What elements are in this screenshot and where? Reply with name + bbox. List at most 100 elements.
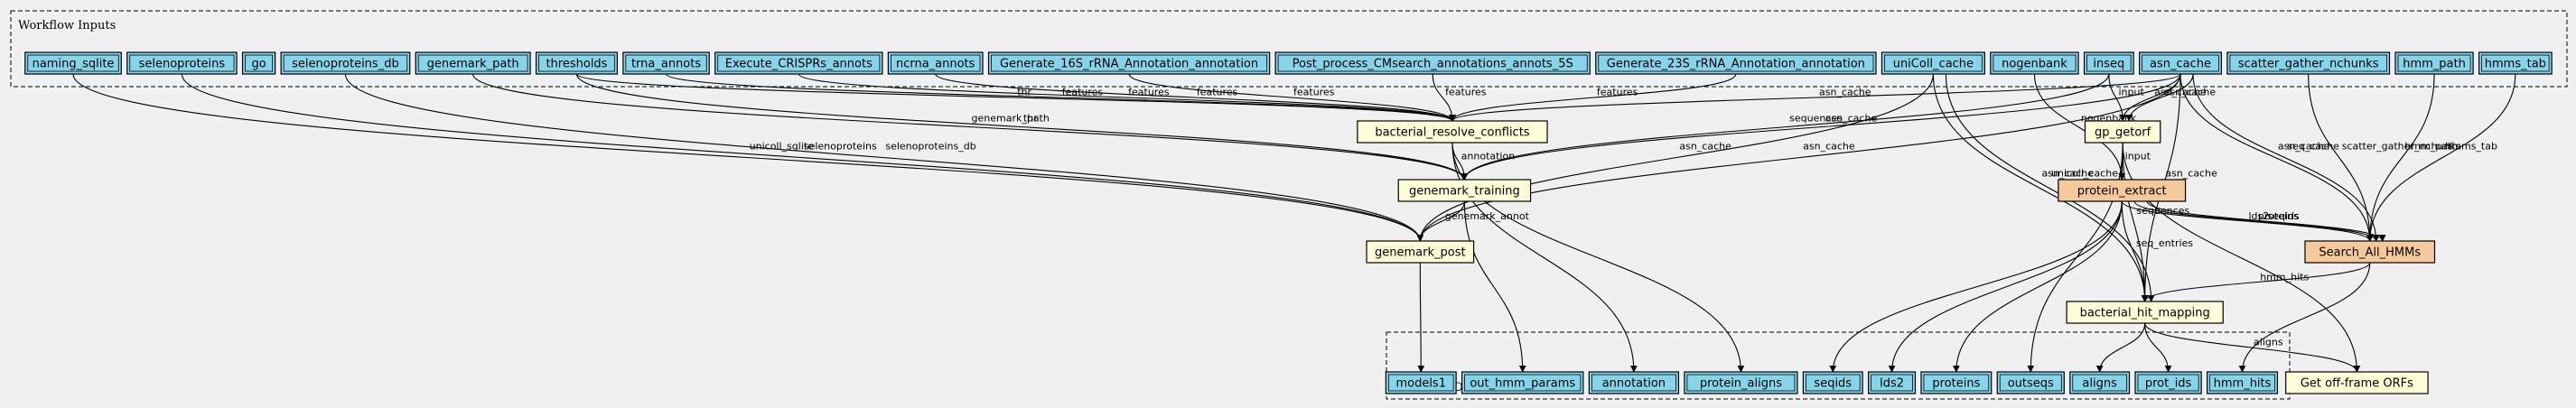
node-seqids[interactable]: seqids	[1802, 371, 1863, 394]
edge-label-execute_crisprs-to-bacterial_resolve: features	[1128, 86, 1170, 97]
node-label-hmm_hits: hmm_hits	[2214, 377, 2272, 391]
node-offframe[interactable]: Get off-frame ORFs	[2285, 371, 2429, 394]
node-inner-border-hmm_hits	[2209, 374, 2275, 392]
node-lds2[interactable]: lds2	[1868, 371, 1917, 394]
edge-label-bacterial_resolve-to-genemark_training: annotation	[1461, 150, 1516, 162]
edge-label-protein_extract-to-search_all_hmms: proteins	[2258, 210, 2299, 222]
node-label-trna_annots: trna_annots	[631, 58, 701, 71]
node-nogenbank[interactable]: nogenbank	[1990, 51, 2079, 75]
node-box-gp_getorf	[2084, 120, 2161, 144]
node-execute_crisprs[interactable]: Execute_CRISPRs_annots	[714, 51, 883, 75]
edge-trna_annots-to-bacterial_resolve	[665, 73, 1456, 122]
node-label-nogenbank: nogenbank	[2002, 58, 2067, 71]
node-genemark_path[interactable]: genemark_path	[415, 51, 531, 75]
node-unicoll_cache[interactable]: uniColl_cache	[1881, 51, 1985, 75]
node-protein_extract[interactable]: protein_extract	[2058, 179, 2187, 202]
edge-label-gp_getorf-to-bacterial_hit_mapping: sequences	[2136, 205, 2189, 217]
node-naming_sqlite[interactable]: naming_sqlite	[24, 51, 122, 75]
node-box-proteins	[1920, 371, 1993, 394]
node-inner-border-asn_cache	[2142, 54, 2219, 72]
node-inseq[interactable]: inseq	[2083, 51, 2134, 75]
edge-label-thresholds-to-bacterial_resolve: thr	[1017, 86, 1031, 97]
node-inner-border-trna_annots	[625, 54, 707, 72]
node-label-inseq: inseq	[2093, 58, 2124, 71]
node-label-out_hmm_params: out_hmm_params	[1470, 377, 1575, 391]
node-proteins[interactable]: proteins	[1920, 371, 1993, 394]
node-prot_ids[interactable]: prot_ids	[2134, 371, 2202, 394]
node-label-prot_ids: prot_ids	[2145, 377, 2192, 391]
node-aligns[interactable]: aligns	[2069, 371, 2131, 394]
node-box-hmm_hits	[2207, 371, 2279, 394]
node-box-gen23s	[1595, 51, 1877, 75]
node-scatter_gather[interactable]: scatter_gather_nchunks	[2226, 51, 2391, 75]
edge-label-ncrna_annots-to-bacterial_resolve: features	[1197, 86, 1238, 97]
edge-search_all_hmms-to-hmm_hits	[2238, 262, 2371, 373]
node-protein_aligns[interactable]: protein_aligns	[1684, 371, 1798, 394]
node-selenoproteins_db[interactable]: selenoproteins_db	[280, 51, 411, 75]
edge-label-bacterial_hit_mapping-to-offframe: aligns	[2254, 336, 2283, 348]
node-ncrna_annots[interactable]: ncrna_annots	[887, 51, 984, 75]
node-inner-border-execute_crisprs	[717, 54, 881, 72]
node-label-protein_extract: protein_extract	[2077, 185, 2167, 199]
workflow-outputs-cluster	[1386, 331, 2291, 400]
node-thresholds[interactable]: thresholds	[535, 51, 618, 75]
node-postproc[interactable]: Post_process_CMsearch_annotations_annots…	[1274, 51, 1591, 75]
node-hmm_hits[interactable]: hmm_hits	[2207, 371, 2279, 394]
node-box-naming_sqlite	[24, 51, 122, 75]
node-hmm_path[interactable]: hmm_path	[2394, 51, 2474, 75]
edge-scatter_gather-to-search_all_hmms	[2308, 73, 2374, 242]
node-genemark_post[interactable]: genemark_post	[1366, 240, 1475, 264]
node-label-hmms_tab: hmms_tab	[2485, 58, 2546, 71]
edge-bacterial_hit_mapping-to-aligns	[2095, 322, 2146, 373]
edge-asn_cache-to-search_all_hmms	[2179, 73, 2374, 242]
node-asn_cache[interactable]: asn_cache	[2139, 51, 2222, 75]
node-label-proteins: proteins	[1932, 377, 1980, 391]
node-trna_annots[interactable]: trna_annots	[622, 51, 710, 75]
edge-label-asn_cache-to-genemark_training: asn_cache	[1825, 113, 1878, 125]
edge-label-trna_annots-to-bacterial_resolve: features	[1062, 86, 1104, 97]
node-genemark_training[interactable]: genemark_training	[1397, 179, 1532, 202]
node-inner-border-go	[245, 54, 274, 72]
edge-bacterial_hit_mapping-to-prot_ids	[2144, 322, 2172, 373]
edge-label-hmms_tab-to-search_all_hmms: hmms_tab	[2445, 140, 2497, 152]
node-go[interactable]: go	[241, 51, 276, 75]
node-bacterial_resolve[interactable]: bacterial_resolve_conflicts	[1357, 120, 1548, 144]
node-selenoproteins[interactable]: selenoproteins	[126, 51, 238, 75]
edge-nogenbank-to-protein_extract	[2033, 73, 2126, 181]
edge-protein_extract-to-seqids	[1829, 200, 2123, 373]
node-inner-border-inseq	[2086, 54, 2132, 72]
node-label-hmm_path: hmm_path	[2403, 58, 2466, 71]
node-annotation[interactable]: annotation	[1588, 371, 1680, 394]
node-inner-border-gen16s	[991, 54, 1268, 72]
node-box-selenoproteins_db	[280, 51, 411, 75]
node-hmms_tab[interactable]: hmms_tab	[2478, 51, 2553, 75]
node-label-models1: models1	[1395, 377, 1446, 391]
edge-gen16s-to-bacterial_resolve	[1128, 73, 1456, 122]
node-gen23s[interactable]: Generate_23S_rRNA_Annotation_annotation	[1595, 51, 1877, 75]
edge-ncrna_annots-to-bacterial_resolve	[935, 73, 1456, 122]
node-label-aligns: aligns	[2082, 377, 2117, 391]
node-gp_getorf[interactable]: gp_getorf	[2084, 120, 2161, 144]
node-box-offframe	[2285, 371, 2429, 394]
node-inner-border-gen23s	[1598, 54, 1874, 72]
node-label-selenoproteins_db: selenoproteins_db	[292, 58, 399, 71]
edge-label-asn_cache-to-search_all_hmms: seq_cache	[2287, 140, 2339, 152]
edge-genemark_post-to-models1	[1417, 262, 1425, 373]
node-box-trna_annots	[622, 51, 710, 75]
edge-protein_extract-to-lds2	[1888, 200, 2123, 373]
node-inner-border-unicoll_cache	[1884, 54, 1983, 72]
node-out_hmm_params[interactable]: out_hmm_params	[1461, 371, 1584, 394]
edge-label-protein_extract-to-search_all_hmms: seqids	[2267, 210, 2300, 222]
node-gen16s[interactable]: Generate_16S_rRNA_Annotation_annotation	[987, 51, 1271, 75]
node-label-gen23s: Generate_23S_rRNA_Annotation_annotation	[1607, 58, 1865, 71]
node-box-asn_cache	[2139, 51, 2222, 75]
node-search_all_hmms[interactable]: Search_All_HMMs	[2304, 240, 2436, 264]
node-bacterial_hit_mapping[interactable]: bacterial_hit_mapping	[2066, 301, 2224, 324]
node-outseqs[interactable]: outseqs	[1996, 371, 2065, 394]
edge-protein_extract-to-search_all_hmms	[2121, 200, 2374, 242]
edge-label-unicoll_cache-to-bacterial_hit_mapping: unicoll_cache	[2051, 167, 2118, 179]
edge-protein_extract-to-search_all_hmms	[2133, 200, 2380, 242]
node-inner-border-selenoproteins	[129, 54, 235, 72]
node-box-search_all_hmms	[2304, 240, 2436, 264]
node-models1[interactable]: models1	[1385, 371, 1457, 394]
